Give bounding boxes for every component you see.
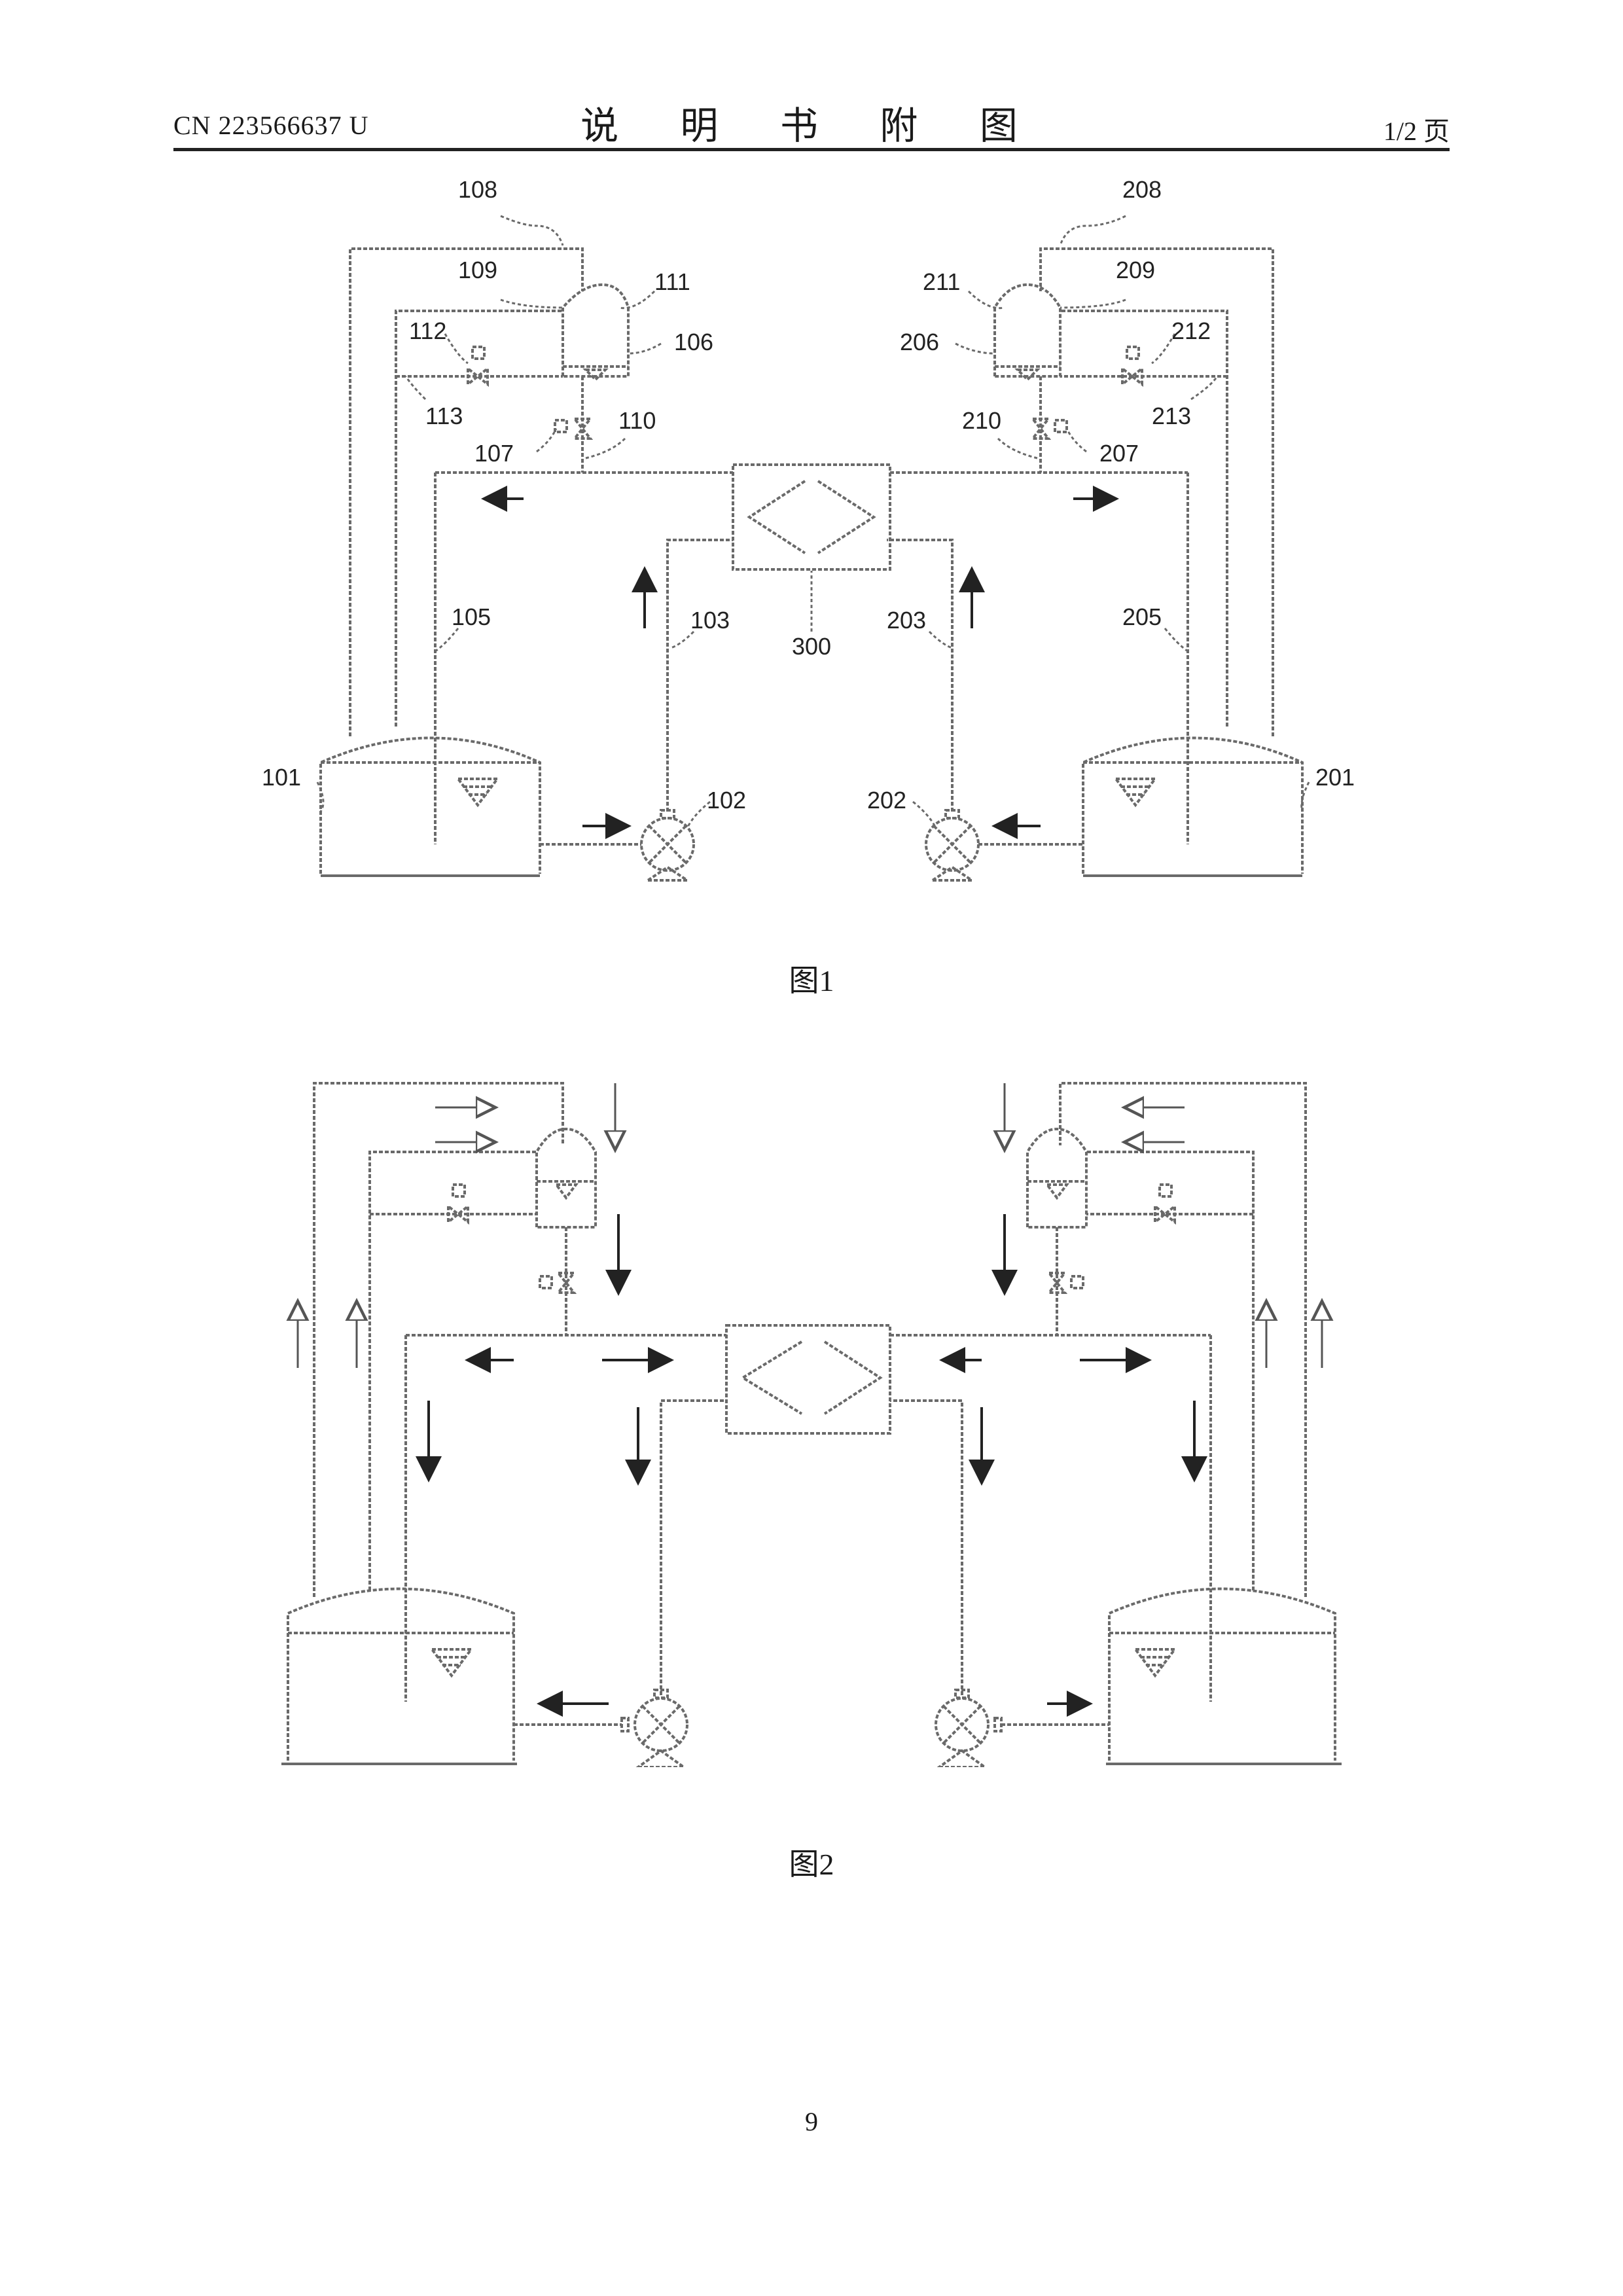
pipe-109 <box>396 311 563 726</box>
header-rule <box>173 148 1450 151</box>
figure-2-caption: 图2 <box>0 1840 1623 1884</box>
label-300: 300 <box>792 633 831 660</box>
vent-tank-206 <box>995 285 1060 380</box>
valve-212 <box>1122 347 1142 384</box>
document-section-title: 说 明 书 附 图 <box>0 95 1623 150</box>
pump-202 <box>926 810 978 880</box>
label-211: 211 <box>923 268 960 295</box>
pipe-209 <box>1060 311 1227 726</box>
vent-tank-left <box>537 1129 596 1227</box>
pump-right <box>936 1690 1001 1767</box>
label-206: 206 <box>900 329 939 355</box>
tank-101 <box>321 738 540 876</box>
vent-tank-right <box>1027 1129 1086 1227</box>
label-207: 207 <box>1099 440 1139 467</box>
label-108: 108 <box>458 176 497 203</box>
label-205: 205 <box>1122 603 1162 630</box>
valve-right-bypass <box>1155 1185 1175 1222</box>
label-111: 111 <box>654 268 690 295</box>
label-105: 105 <box>452 603 491 630</box>
label-112: 112 <box>409 317 446 344</box>
heat-exchanger <box>726 1325 890 1433</box>
label-202: 202 <box>867 787 906 814</box>
vent-tank-106 <box>563 285 628 380</box>
label-102: 102 <box>707 787 746 814</box>
pipe-103 <box>668 540 733 812</box>
label-107: 107 <box>474 440 514 467</box>
label-109: 109 <box>458 257 497 283</box>
tank-201 <box>1083 738 1302 876</box>
label-203: 203 <box>887 607 926 634</box>
vent-pipe-inner-left <box>370 1152 537 1590</box>
label-103: 103 <box>690 607 730 634</box>
valve-112 <box>468 347 488 384</box>
vent-pipe-outer-right <box>1060 1083 1306 1597</box>
label-213: 213 <box>1152 403 1191 429</box>
label-113: 113 <box>425 403 463 429</box>
label-209: 209 <box>1116 257 1155 283</box>
pump-left <box>622 1690 687 1767</box>
label-210: 210 <box>962 407 1001 434</box>
figure-1-diagram: 108 109 111 106 112 113 107 110 105 103 … <box>0 157 1623 942</box>
pump-102 <box>641 810 694 880</box>
label-208: 208 <box>1122 176 1162 203</box>
valve-right-lower <box>1049 1273 1083 1293</box>
label-106: 106 <box>674 329 713 355</box>
label-201: 201 <box>1315 764 1355 791</box>
label-110: 110 <box>618 407 656 434</box>
tank-right <box>1106 1589 1342 1765</box>
valve-107 <box>555 419 590 439</box>
pipe-pump-left-up <box>661 1401 726 1695</box>
heat-exchanger-300 <box>733 465 890 569</box>
pipe-203 <box>887 540 952 812</box>
vent-pipe-inner-right <box>1086 1152 1253 1590</box>
label-101: 101 <box>262 764 301 791</box>
vent-pipe-outer-left <box>314 1083 563 1597</box>
valve-left-lower <box>540 1273 574 1293</box>
figure-2-diagram <box>0 1047 1623 1767</box>
pipe-pump-right-up <box>890 1401 962 1695</box>
pipe-108 <box>350 249 582 736</box>
label-212: 212 <box>1171 317 1211 344</box>
valve-left-bypass <box>448 1185 468 1222</box>
figure-1-caption: 图1 <box>0 957 1623 1000</box>
pipe-208 <box>1041 249 1273 736</box>
page-fraction: 1/2 页 <box>1383 110 1450 148</box>
page-number: 9 <box>0 2106 1623 2137</box>
tank-left <box>281 1589 517 1765</box>
valve-207 <box>1033 419 1067 439</box>
